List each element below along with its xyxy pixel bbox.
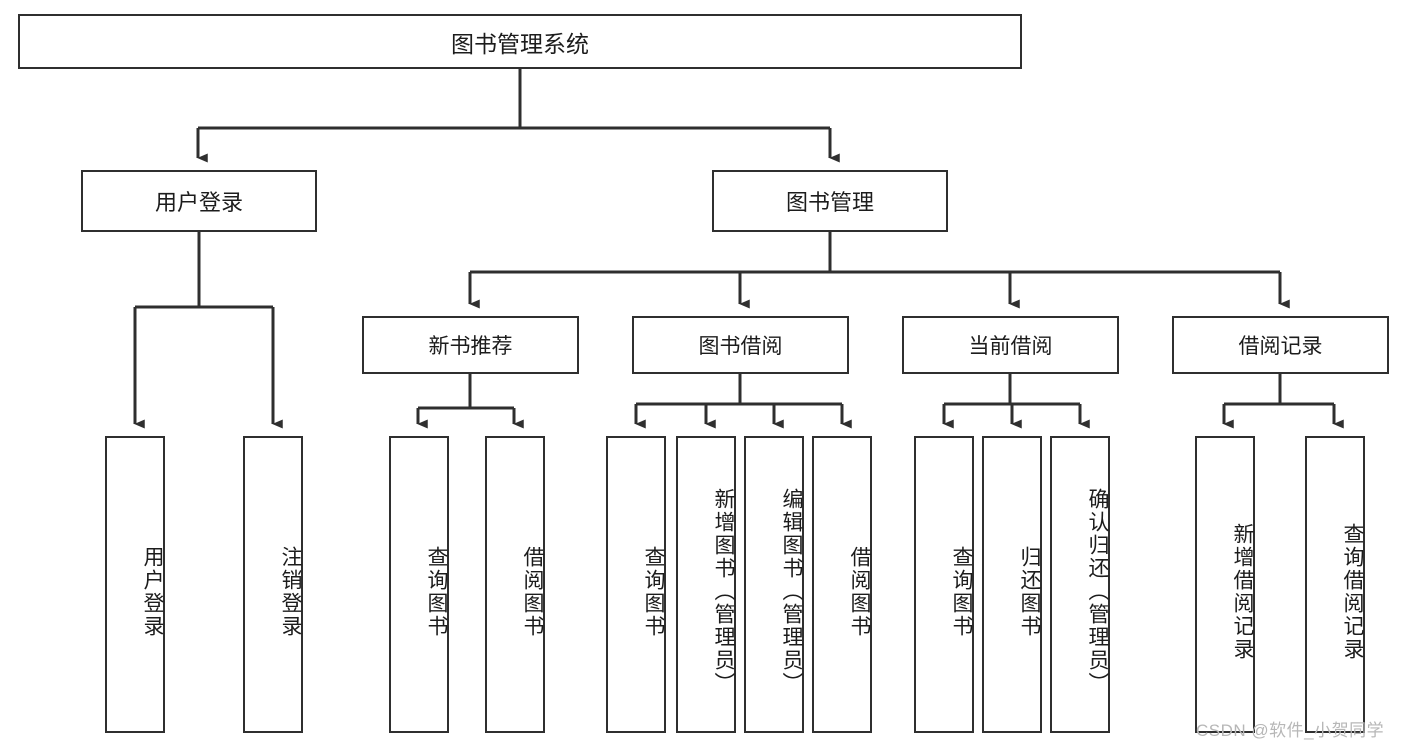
node-label: 查询图书: [950, 545, 973, 638]
node-leaf-edit-book[interactable]: 编辑图书（管理员）: [744, 436, 804, 733]
node-label: 归还图书: [1018, 545, 1041, 638]
node-label: 注销登录: [279, 545, 302, 638]
node-book-manage[interactable]: 图书管理: [712, 170, 948, 232]
node-leaf-user-login[interactable]: 用户登录: [105, 436, 165, 733]
node-leaf-confirm-return[interactable]: 确认归还（管理员）: [1050, 436, 1110, 733]
node-label: 当前借阅: [968, 335, 1053, 358]
node-label: 用户登录: [141, 545, 164, 638]
node-root-system[interactable]: 图书管理系统: [18, 14, 1022, 69]
node-label: 新增图书（管理员）: [712, 488, 735, 695]
csdn-watermark: CSDN @软件_小贺同学: [1196, 721, 1385, 740]
node-leaf-add-book[interactable]: 新增图书（管理员）: [676, 436, 736, 733]
node-label: 查询借阅记录: [1341, 522, 1364, 661]
node-label: 查询图书: [642, 545, 665, 638]
node-label: 借阅图书: [848, 545, 871, 638]
node-new-book-rec[interactable]: 新书推荐: [362, 316, 579, 374]
node-leaf-return-book[interactable]: 归还图书: [982, 436, 1042, 733]
node-current-borrow[interactable]: 当前借阅: [902, 316, 1119, 374]
node-label: 图书管理: [785, 190, 874, 215]
node-label: 图书管理系统: [451, 30, 589, 57]
node-label: 新书推荐: [428, 335, 513, 358]
node-leaf-borrow-book-rec[interactable]: 借阅图书: [485, 436, 545, 733]
node-leaf-borrow-book[interactable]: 借阅图书: [812, 436, 872, 733]
node-leaf-logout[interactable]: 注销登录: [243, 436, 303, 733]
node-label: 借阅记录: [1238, 335, 1323, 358]
node-leaf-add-record[interactable]: 新增借阅记录: [1195, 436, 1255, 733]
node-label: 查询图书: [425, 545, 448, 638]
node-leaf-query-book-cur[interactable]: 查询图书: [914, 436, 974, 733]
node-book-borrow[interactable]: 图书借阅: [632, 316, 849, 374]
node-leaf-query-book-borrow[interactable]: 查询图书: [606, 436, 666, 733]
node-label: 借阅图书: [521, 545, 544, 638]
node-user-login[interactable]: 用户登录: [81, 170, 317, 232]
node-label: 编辑图书（管理员）: [780, 488, 803, 695]
node-leaf-query-book-rec[interactable]: 查询图书: [389, 436, 449, 733]
node-borrow-record[interactable]: 借阅记录: [1172, 316, 1389, 374]
node-label: 用户登录: [154, 190, 243, 215]
node-label: 确认归还（管理员）: [1086, 488, 1109, 695]
node-label: 新增借阅记录: [1231, 522, 1254, 661]
node-label: 图书借阅: [698, 335, 783, 358]
node-leaf-query-record[interactable]: 查询借阅记录: [1305, 436, 1365, 733]
